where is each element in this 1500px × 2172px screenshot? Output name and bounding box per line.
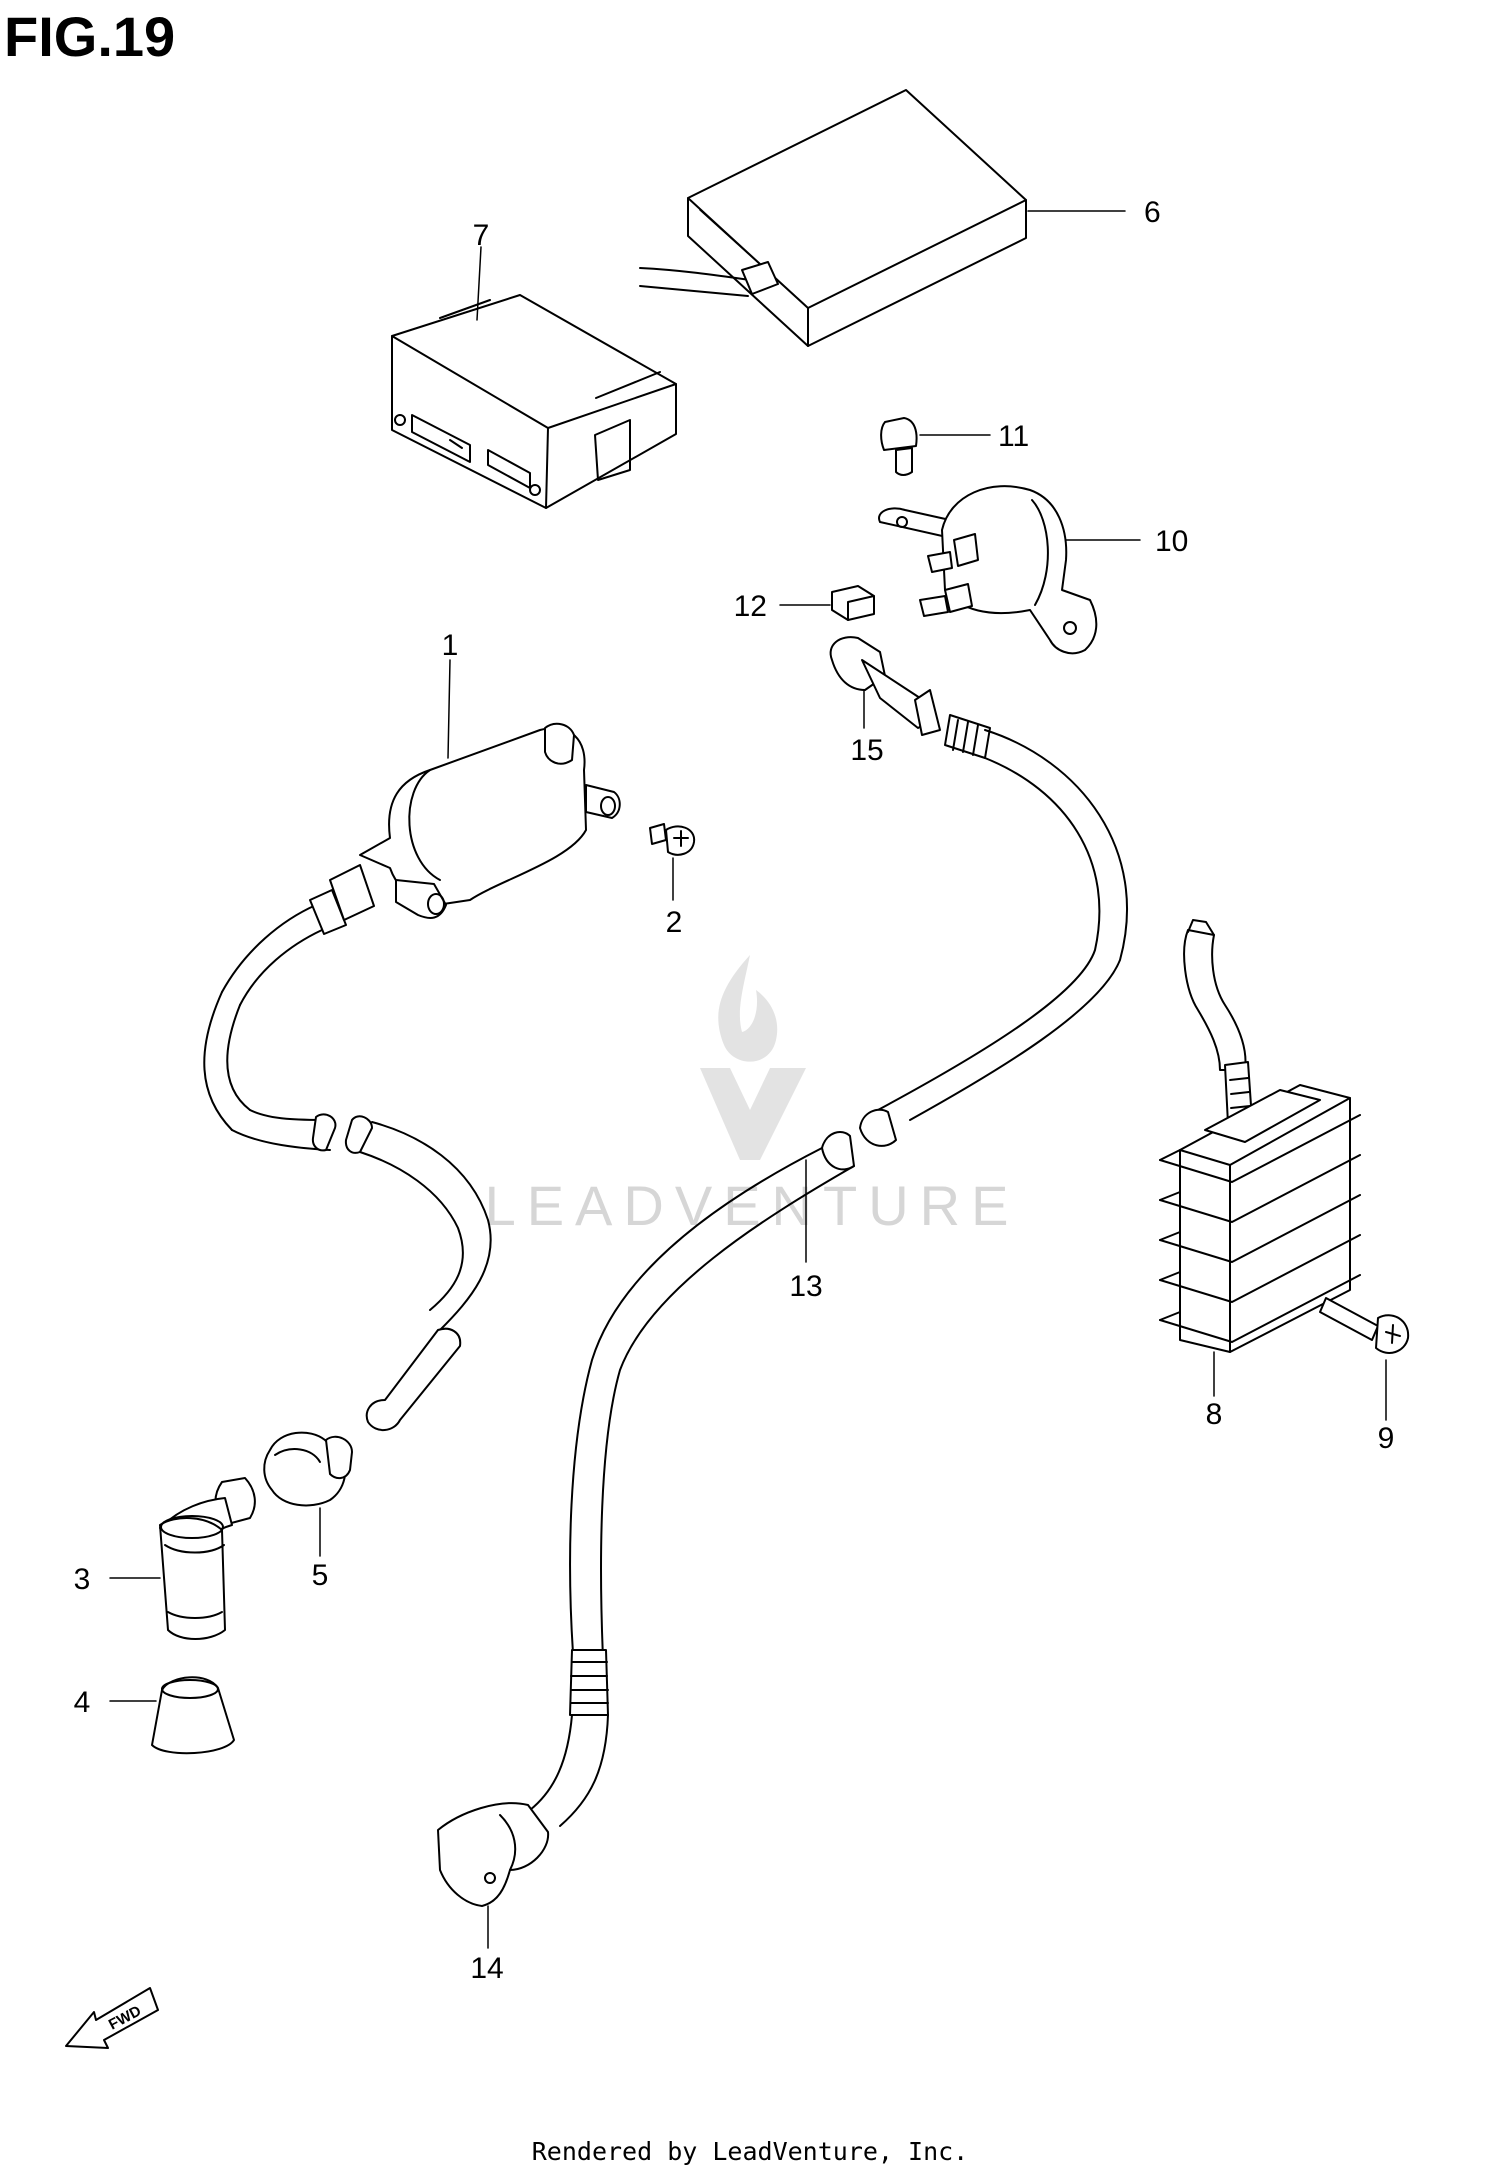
part-14-terminal-boot[interactable] [437, 1802, 550, 1907]
callout-6: 6 [1144, 196, 1161, 229]
callout-8: 8 [1206, 1398, 1223, 1431]
part-15-terminal-cap[interactable] [829, 636, 929, 729]
callout-9: 9 [1378, 1422, 1395, 1455]
watermark-text: LEADVENTURE [485, 1174, 1020, 1237]
callout-1: 1 [442, 629, 459, 662]
fwd-arrow-icon [65, 1987, 159, 2049]
part-7-cdi-unit[interactable] [391, 294, 677, 509]
callout-3: 3 [74, 1563, 91, 1596]
part-9-bolt[interactable] [1319, 1297, 1410, 1354]
part-13-starter-cable[interactable] [529, 689, 1129, 1827]
part-8-regulator-rectifier[interactable] [1159, 919, 1361, 1353]
callout-7: 7 [473, 219, 490, 252]
callout-10: 10 [1155, 525, 1188, 558]
callout-15: 15 [850, 734, 883, 767]
callout-14: 14 [470, 1952, 503, 1985]
callout-12: 12 [734, 590, 767, 623]
callouts: 6 7 11 10 12 1 2 15 13 8 9 5 3 4 14 [74, 196, 1395, 1985]
figure-title: FIG.19 [4, 5, 175, 68]
fwd-direction-marker: FWD [65, 1987, 159, 2049]
callout-5: 5 [312, 1559, 329, 1592]
part-12-nut[interactable] [831, 585, 875, 621]
callout-4: 4 [74, 1686, 91, 1719]
part-5-seal[interactable] [263, 1431, 353, 1507]
leader-7 [476, 246, 482, 321]
watermark-flame-logo [700, 955, 806, 1160]
callout-2: 2 [666, 906, 683, 939]
part-4-boot[interactable] [151, 1676, 235, 1755]
part-3-spark-plug-cap[interactable] [159, 1477, 256, 1640]
part-6-control-unit[interactable] [639, 89, 1027, 347]
part-11-bolt[interactable] [880, 417, 918, 476]
leader-lines [109, 210, 1387, 1949]
watermark: LEADVENTURE [485, 955, 1020, 1237]
callout-11: 11 [998, 420, 1029, 453]
part-1-ignition-coil[interactable] [203, 722, 621, 1431]
footer-credit: Rendered by LeadVenture, Inc. [532, 2137, 969, 2166]
part-2-screw[interactable] [649, 823, 696, 856]
callout-13: 13 [789, 1270, 822, 1303]
leader-1 [447, 659, 451, 759]
part-10-starter-relay[interactable] [878, 485, 1098, 655]
